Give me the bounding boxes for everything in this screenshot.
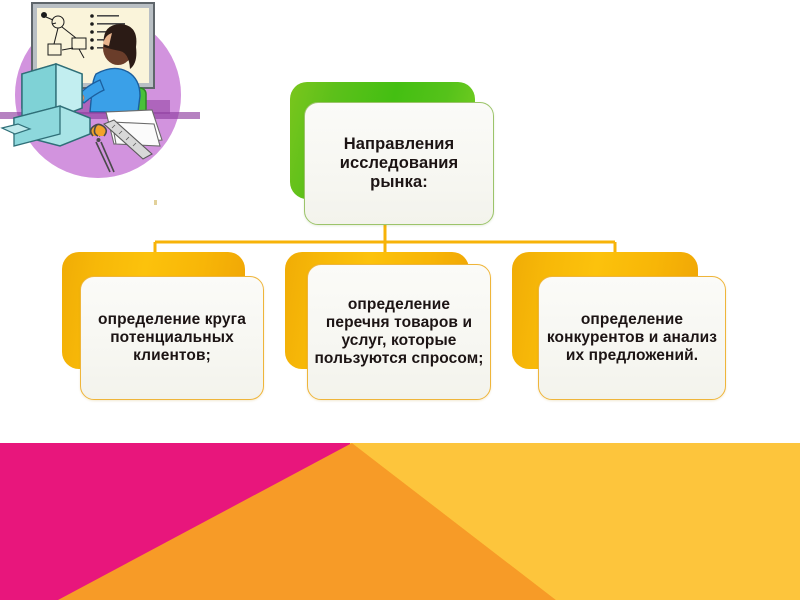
keyboard: [0, 123, 32, 135]
node-root-card: Направления исследования рынка:: [304, 102, 494, 225]
scissors: [89, 123, 115, 173]
node-child-2-card: определение перечня товаров и услуг, кот…: [307, 264, 491, 400]
footer-decoration-band: [0, 443, 800, 600]
diagram-node-root[interactable]: Направления исследования рынка:: [290, 82, 505, 225]
classroom-whiteboard-computer-clipart: [0, 0, 200, 190]
ruler: [102, 119, 153, 160]
node-child-1-card: определение круга потенциальных клиентов…: [80, 276, 264, 400]
diagram-node-child-2[interactable]: определение перечня товаров и услуг, кот…: [285, 252, 497, 402]
footer-yellow-left-wedge: [352, 443, 800, 600]
diagram-node-child-3[interactable]: определение конкурентов и анализ их пред…: [512, 252, 730, 402]
computer-monitor: [21, 62, 83, 120]
node-child-3-label: определение конкурентов и анализ их пред…: [546, 311, 718, 364]
node-child-2-label: определение перечня товаров и услуг, кот…: [314, 296, 484, 367]
node-child-3-card: определение конкурентов и анализ их пред…: [538, 276, 726, 400]
footer-orange-triangle: [58, 443, 556, 600]
node-root-label: Направления исследования рынка:: [339, 134, 459, 192]
node-child-1-label: определение круга потенциальных клиентов…: [98, 311, 246, 364]
diagram-node-child-1[interactable]: определение круга потенциальных клиентов…: [62, 252, 272, 402]
stray-dot-artifact: [154, 200, 157, 205]
computer-base: [13, 105, 91, 147]
